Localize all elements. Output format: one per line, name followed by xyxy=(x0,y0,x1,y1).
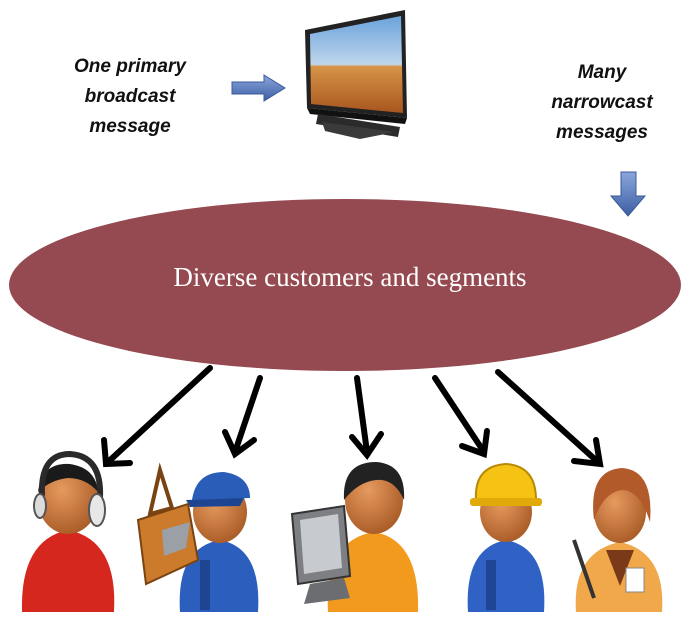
ellipse-label: Diverse customers and segments xyxy=(173,262,527,292)
segments-ellipse xyxy=(9,199,681,371)
right-arrow-icon xyxy=(231,74,286,102)
pointer-arrow-4 xyxy=(432,375,490,459)
down-arrow-icon xyxy=(609,171,647,217)
person-headset-icon xyxy=(21,450,115,612)
pointer-arrow-1 xyxy=(101,365,213,468)
narrowcast-caption: Many narrowcast messages xyxy=(551,62,653,143)
person-computer-icon xyxy=(290,462,419,612)
person-clerk-icon xyxy=(572,468,663,612)
broadcast-caption: One primary broadcast message xyxy=(74,56,186,137)
pointer-arrows xyxy=(101,365,604,468)
pointer-arrow-3 xyxy=(349,375,384,461)
person-hardhat-icon xyxy=(467,462,545,612)
pointer-arrow-2 xyxy=(222,375,263,459)
television-icon xyxy=(305,10,407,139)
pointer-arrow-5 xyxy=(495,369,604,468)
person-toolbox-worker-icon xyxy=(136,462,259,612)
